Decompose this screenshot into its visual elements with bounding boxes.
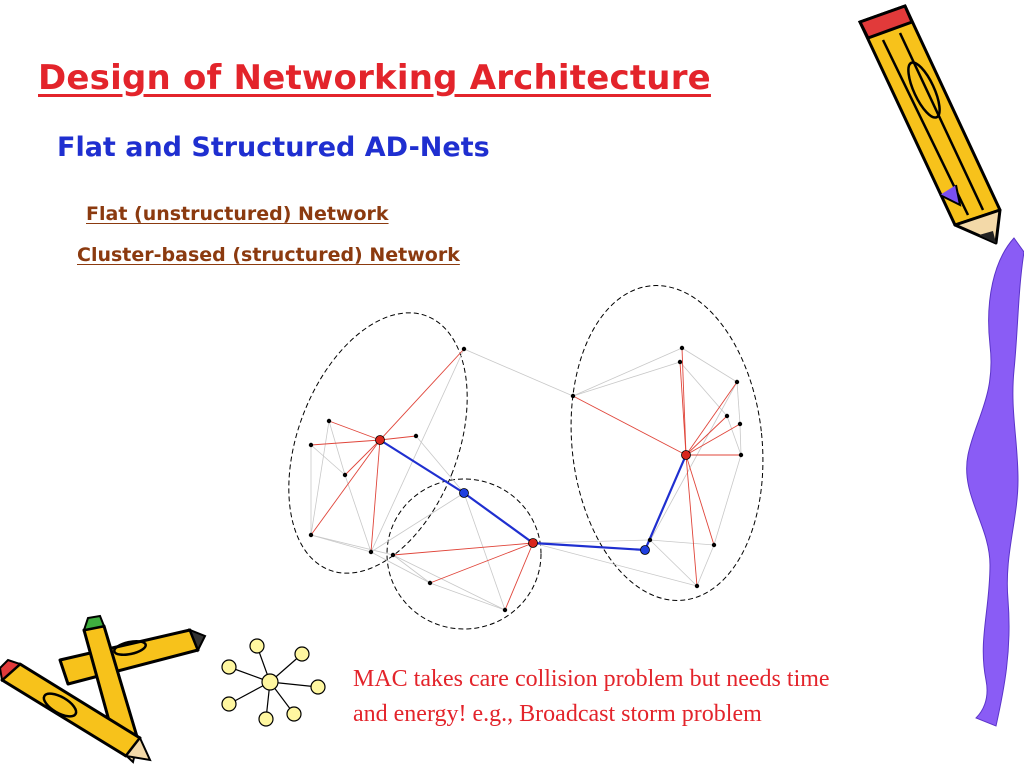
mac-note-line2: and energy! e.g., Broadcast storm proble… [353, 701, 762, 727]
member-node [647, 537, 653, 543]
member-node [737, 421, 743, 427]
member-node [308, 532, 314, 538]
member-node [502, 607, 508, 613]
pencil-icon [857, 4, 1002, 245]
cluster-head-node [528, 538, 538, 548]
cluster-boundary [386, 478, 542, 630]
member-node [679, 345, 685, 351]
member-node [694, 583, 700, 589]
mac-note: MAC takes care collision problem but nee… [353, 662, 953, 732]
broadcast-star-diagram [221, 638, 326, 727]
member-node [461, 346, 467, 352]
member-node [570, 393, 576, 399]
cluster-head-node [375, 435, 385, 445]
slide-title: Design of Networking Architecture [38, 58, 711, 98]
cluster-boundary [288, 312, 468, 574]
member-node [738, 452, 744, 458]
member-node [308, 442, 314, 448]
mac-note-line1: MAC takes care collision problem but nee… [353, 666, 830, 692]
member-node [734, 379, 740, 385]
cluster-head-node [681, 450, 691, 460]
cluster-network-diagram [288, 285, 764, 630]
gateway-node [640, 545, 650, 555]
member-node [342, 472, 348, 478]
member-node [390, 552, 396, 558]
squiggle-border [966, 237, 1024, 727]
flat-network-link[interactable]: Flat (unstructured) Network [86, 203, 389, 225]
member-node [711, 542, 717, 548]
member-node [326, 418, 332, 424]
member-node [427, 580, 433, 586]
cluster-network-link[interactable]: Cluster-based (structured) Network [77, 244, 460, 266]
cluster-boundary [570, 285, 764, 601]
member-node [677, 359, 683, 365]
slide-subtitle: Flat and Structured AD-Nets [57, 132, 490, 163]
member-node [724, 413, 730, 419]
member-node [413, 433, 419, 439]
backbone-path [379, 439, 688, 552]
gateway-node [459, 488, 469, 498]
crossed-pencils-icon [0, 614, 207, 764]
member-node [368, 549, 374, 555]
